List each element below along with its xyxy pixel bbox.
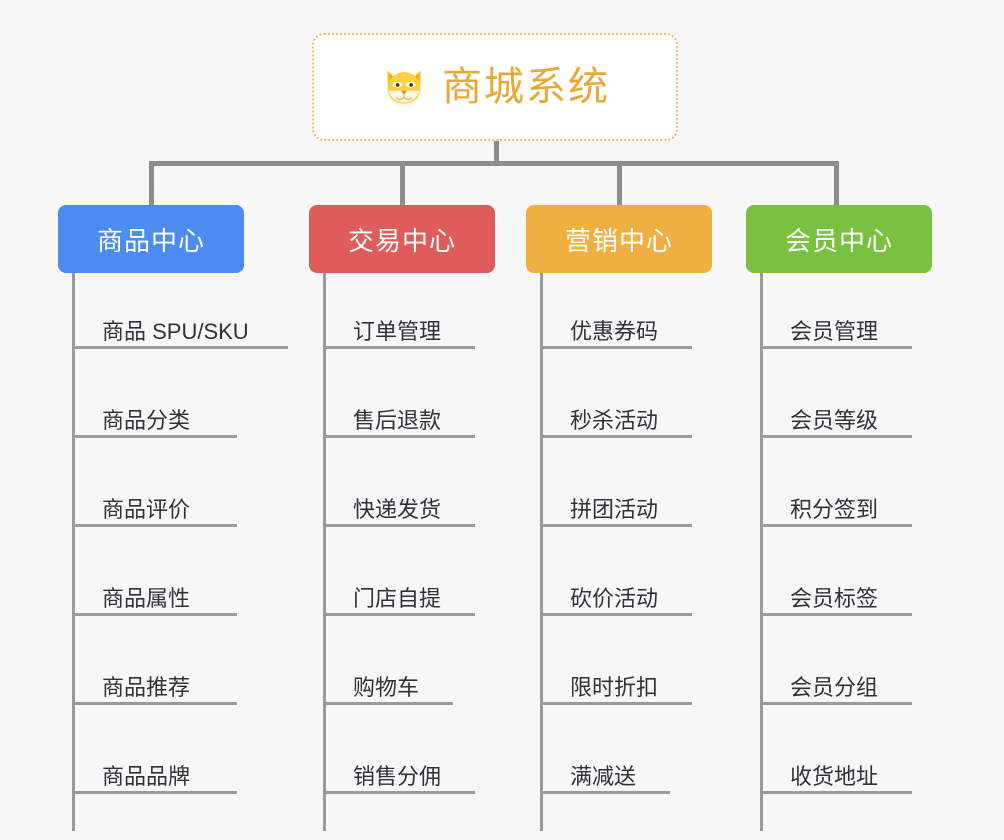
leaf-label: 商品分类 bbox=[102, 408, 191, 433]
leaf-rule bbox=[540, 346, 692, 349]
category-header-1-label: 商品中心 bbox=[96, 225, 205, 256]
leaf-label: 满减送 bbox=[570, 764, 637, 789]
shiba-dog-face-icon bbox=[380, 63, 428, 111]
leaf-label: 商品评价 bbox=[102, 497, 191, 522]
leaf-rule bbox=[540, 524, 692, 527]
leaf-rule bbox=[323, 613, 475, 616]
leaf-rule bbox=[540, 435, 692, 438]
leaf-rule bbox=[72, 435, 237, 438]
leaf-rule bbox=[323, 791, 475, 794]
leaf-rule bbox=[323, 435, 475, 438]
leaf-label: 订单管理 bbox=[353, 319, 442, 344]
leaf-rule bbox=[72, 791, 237, 794]
leaf-rule bbox=[72, 613, 237, 616]
leaf-label: 拼团活动 bbox=[570, 497, 659, 522]
leaf-label: 会员分组 bbox=[790, 675, 879, 700]
leaf-rule bbox=[72, 702, 237, 705]
leaf-rule bbox=[323, 524, 475, 527]
leaf-rule bbox=[760, 524, 912, 527]
category-header-2-label: 交易中心 bbox=[347, 225, 456, 256]
leaf-label: 商品 SPU/SKU bbox=[102, 319, 249, 344]
leaf-rule bbox=[72, 346, 288, 349]
leaf-rule bbox=[72, 524, 237, 527]
category-header-4-label: 会员中心 bbox=[784, 225, 893, 256]
leaf-label: 秒杀活动 bbox=[570, 408, 659, 433]
spine-3 bbox=[540, 273, 543, 831]
leaf-rule bbox=[540, 791, 670, 794]
leaf-label: 优惠券码 bbox=[570, 319, 659, 344]
leaf-label: 限时折扣 bbox=[570, 675, 659, 700]
leaf-rule bbox=[760, 346, 912, 349]
connector-drop-2 bbox=[400, 161, 405, 207]
leaf-label: 砍价活动 bbox=[570, 586, 659, 611]
leaf-rule bbox=[540, 702, 692, 705]
category-header-1[interactable]: 商品中心 bbox=[58, 205, 244, 273]
leaf-rule bbox=[323, 702, 453, 705]
leaf-label: 售后退款 bbox=[353, 408, 442, 433]
category-header-4[interactable]: 会员中心 bbox=[746, 205, 932, 273]
category-header-3[interactable]: 营销中心 bbox=[526, 205, 712, 273]
spine-1 bbox=[72, 273, 75, 831]
leaf-rule bbox=[760, 702, 912, 705]
connector-drop-3 bbox=[617, 161, 622, 207]
leaf-label: 商品推荐 bbox=[102, 675, 191, 700]
connector-root-stem bbox=[494, 141, 499, 165]
connector-drop-1 bbox=[149, 161, 154, 207]
spine-2 bbox=[323, 273, 326, 831]
spine-4 bbox=[760, 273, 763, 831]
leaf-label: 会员等级 bbox=[790, 408, 879, 433]
leaf-rule bbox=[760, 435, 912, 438]
root-node[interactable]: 商城系统 bbox=[312, 33, 678, 141]
leaf-label: 门店自提 bbox=[353, 586, 442, 611]
leaf-label: 会员管理 bbox=[790, 319, 879, 344]
root-title: 商城系统 bbox=[442, 65, 610, 109]
leaf-label: 积分签到 bbox=[790, 497, 879, 522]
leaf-label: 销售分佣 bbox=[353, 764, 442, 789]
leaf-label: 收货地址 bbox=[790, 764, 879, 789]
leaf-label: 购物车 bbox=[353, 675, 420, 700]
category-header-2[interactable]: 交易中心 bbox=[309, 205, 495, 273]
leaf-label: 商品属性 bbox=[102, 586, 191, 611]
leaf-rule bbox=[760, 613, 912, 616]
leaf-rule bbox=[760, 791, 912, 794]
category-header-3-label: 营销中心 bbox=[564, 225, 673, 256]
connector-drop-4 bbox=[834, 161, 839, 207]
connector-horizontal-bus bbox=[150, 161, 839, 166]
leaf-label: 商品品牌 bbox=[102, 764, 191, 789]
leaf-rule bbox=[540, 613, 692, 616]
leaf-label: 快递发货 bbox=[353, 497, 442, 522]
leaf-rule bbox=[323, 346, 475, 349]
leaf-label: 会员标签 bbox=[790, 586, 879, 611]
